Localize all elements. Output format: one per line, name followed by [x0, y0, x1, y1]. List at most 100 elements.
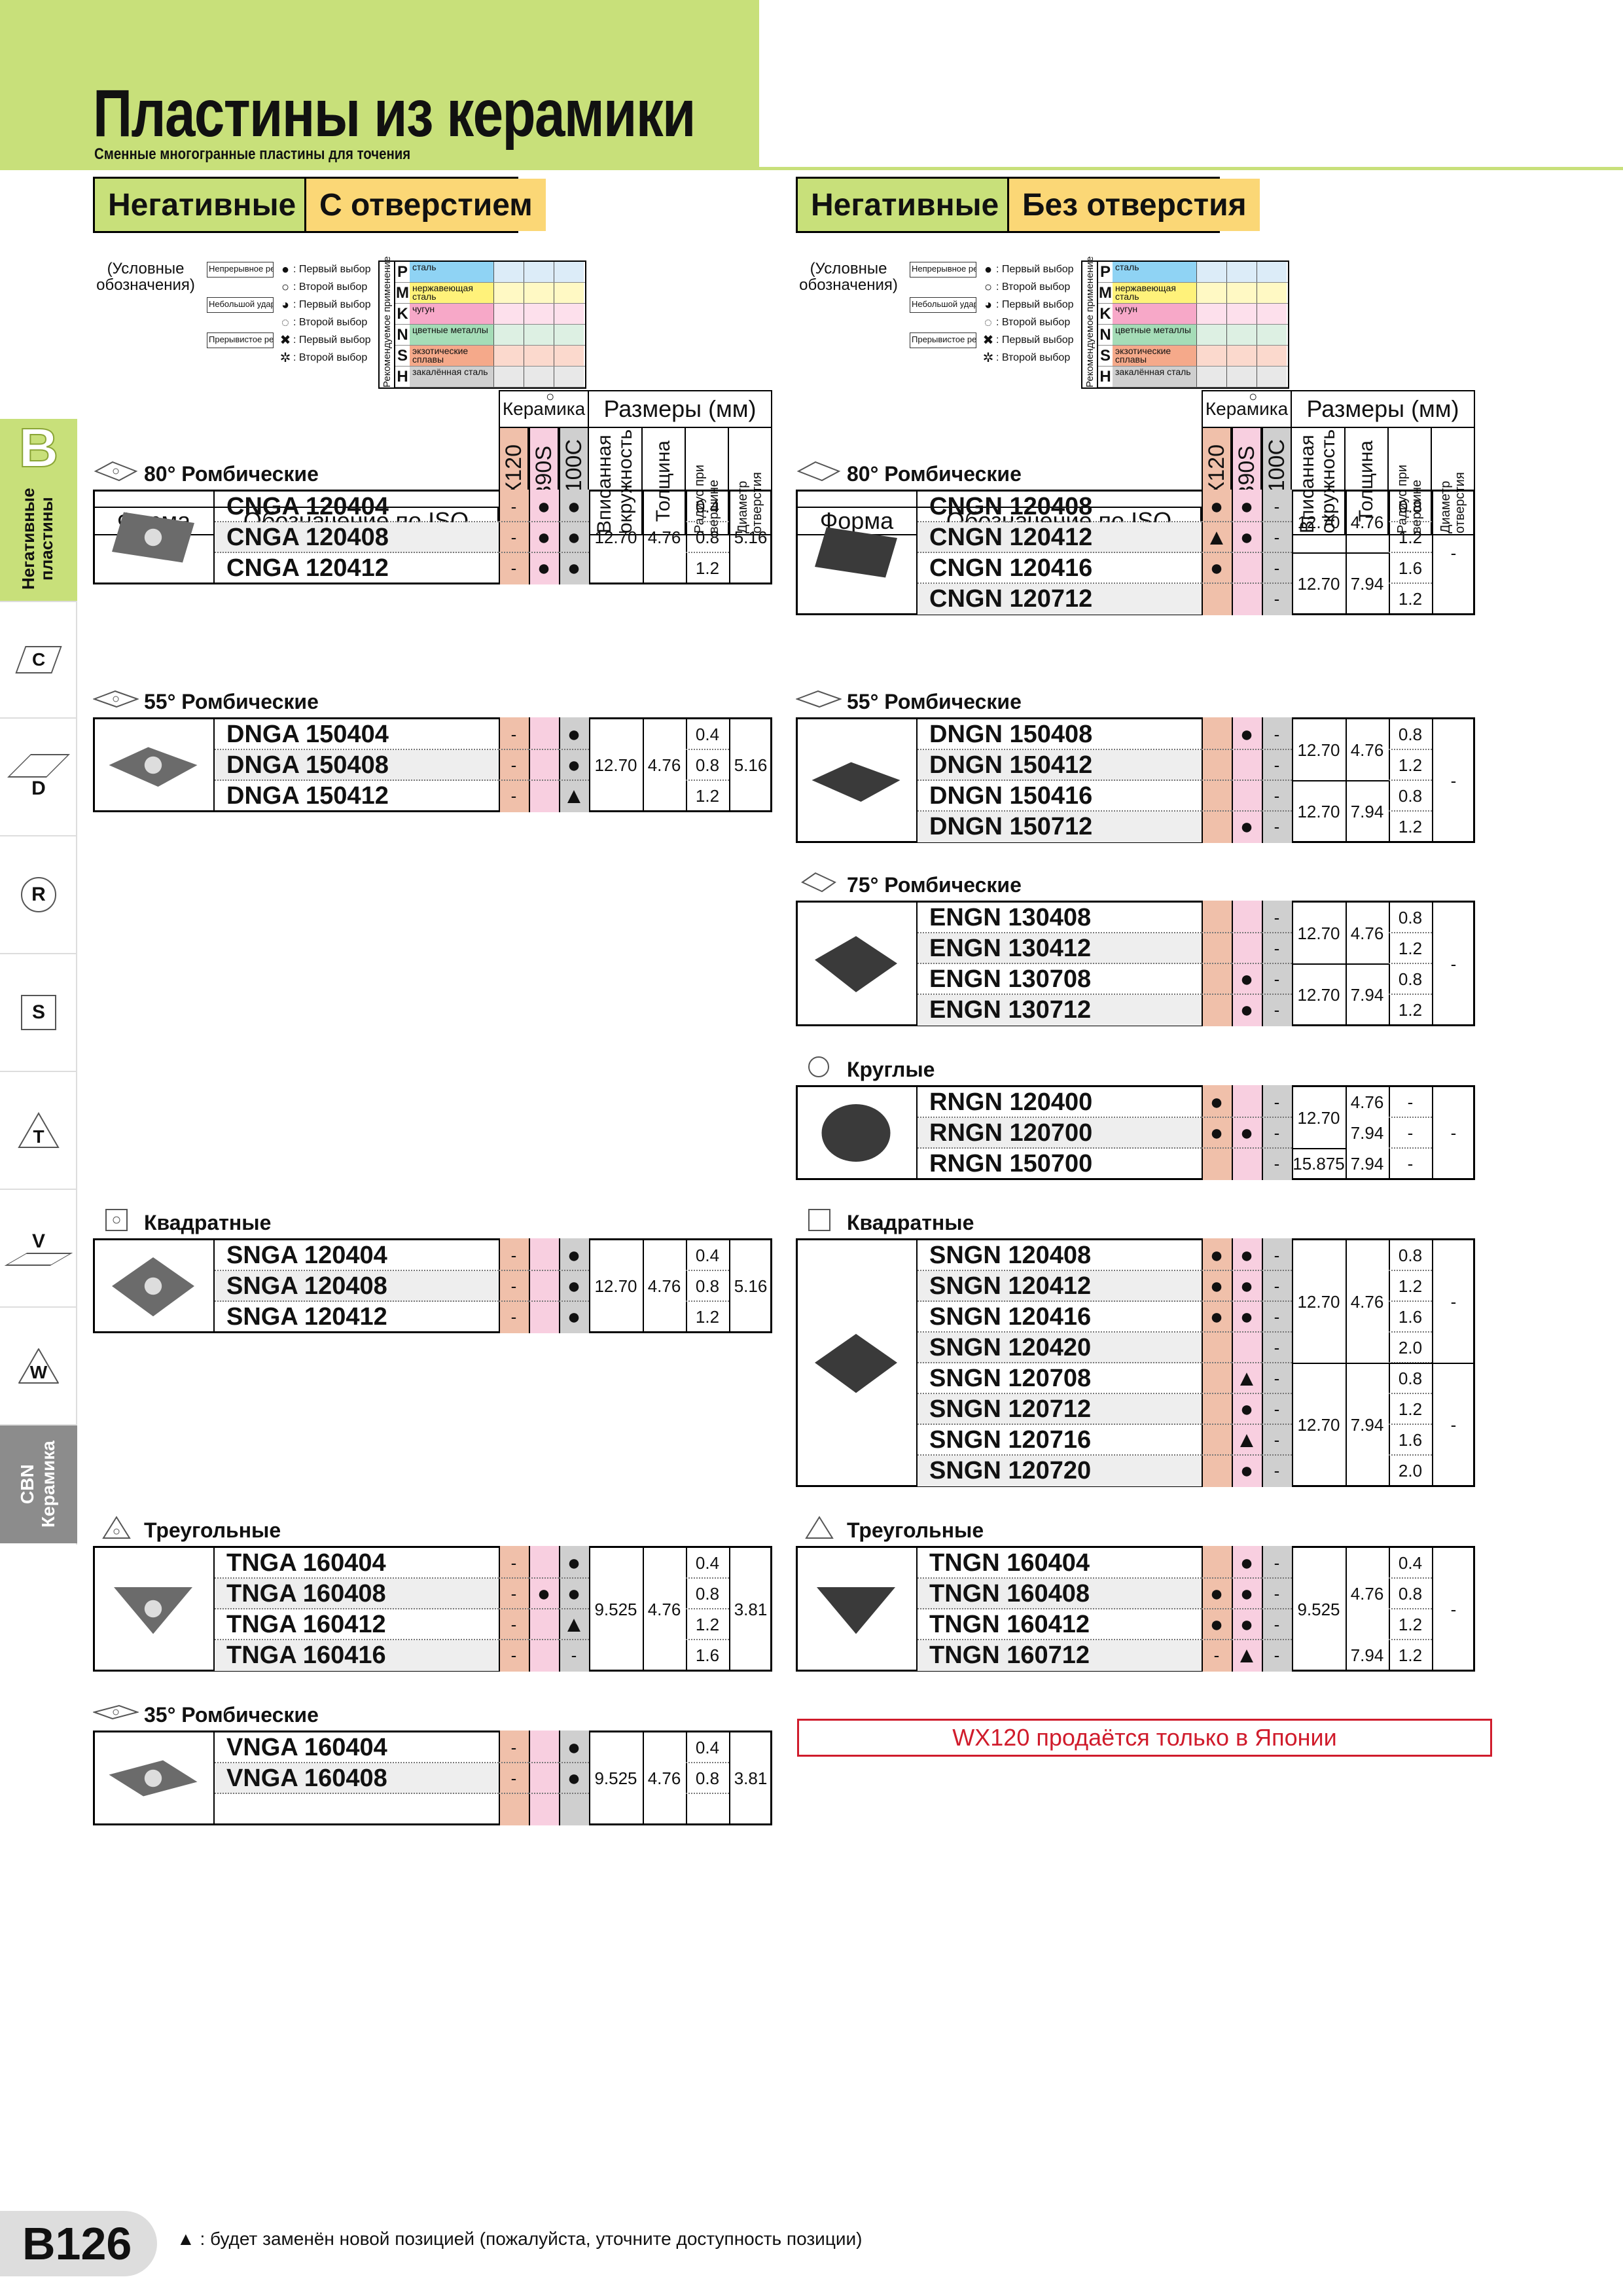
group-divider [1292, 614, 1389, 615]
grade-value [1232, 933, 1262, 964]
sidebar-tab-s[interactable]: S [0, 954, 77, 1072]
legend-cutting-box [207, 315, 274, 331]
sizes-header: Размеры (мм) [1292, 390, 1475, 428]
left-category-a: Негативные [95, 179, 304, 231]
grade-column [1202, 1085, 1232, 1180]
material-name: экзотические сплавы [1113, 346, 1196, 366]
section-shape-icon [796, 1055, 842, 1084]
sidebar-tab-d[interactable]: D [0, 719, 77, 836]
iso-code: RNGN 150700 [929, 1150, 1093, 1177]
iso-code: TNGN 160412 [929, 1611, 1090, 1638]
dim-column [643, 1238, 686, 1333]
iso-code: SNGN 120420 [929, 1334, 1092, 1361]
grade-value: ● [1202, 1302, 1232, 1333]
section-title: 80° Ромбические [93, 459, 319, 488]
material-name: сталь [1113, 262, 1196, 282]
section-title: Круглые [796, 1055, 935, 1084]
grade-value [499, 1794, 529, 1825]
material-name: сталь [410, 262, 493, 282]
header-rule [759, 167, 1623, 170]
material-name: нержавеющая сталь [410, 283, 493, 303]
section-table [93, 1238, 772, 1333]
material-letter: K [397, 305, 408, 323]
dim-column [589, 717, 643, 812]
grade-value: - [1262, 933, 1292, 964]
grade-column [559, 1238, 589, 1333]
v-shape-icon [4, 1253, 73, 1266]
dim-column [729, 1731, 772, 1825]
section-title: 75° Ромбические [796, 870, 1022, 899]
grade-value [1202, 995, 1232, 1026]
dim-column [686, 717, 729, 812]
legend-cutting-box: Непрерывное резание [207, 261, 274, 278]
material-name: экзотические сплавы [410, 346, 493, 366]
sidebar-bottom-tab[interactable]: CBN Керамика [0, 1426, 77, 1543]
grade-value [1202, 933, 1232, 964]
dim-column [589, 490, 643, 584]
iso-code: VNGA 160408 [226, 1765, 387, 1792]
legend-second-choice-icon: ○ [546, 388, 555, 404]
dim-column [1432, 901, 1475, 1026]
grade-value: ● [559, 1763, 589, 1794]
material-grade-cell [524, 283, 554, 303]
grade-value [529, 781, 559, 812]
legend-symbol-text: : Второй выбор [293, 316, 368, 328]
material-grade-cell [554, 346, 584, 366]
grade-value: ● [1232, 1118, 1262, 1149]
corner-radius: - [1407, 1154, 1414, 1174]
material-grade-cell [493, 367, 524, 387]
legend-row: ◌: Второй выбор [207, 314, 367, 331]
sidebar-active-label: Негативные пластины [18, 488, 56, 590]
table-row: SNGN 120408 [918, 1240, 1202, 1271]
grade-value [1232, 1087, 1262, 1118]
sidebar-tab-t[interactable]: T [0, 1072, 77, 1190]
table-row: ENGN 130708 [918, 964, 1202, 995]
table-row: TNGA 160412 [215, 1609, 499, 1640]
corner-radius: 0.4 [686, 1240, 729, 1271]
corner-radius [686, 1794, 729, 1825]
material-grade-cell [554, 262, 584, 282]
iso-code: DNGA 150412 [226, 782, 389, 810]
grade-value: - [1262, 903, 1292, 933]
grade-value: ● [1202, 1579, 1232, 1609]
sidebar-tab-r[interactable]: R [0, 836, 77, 954]
grade-value [1232, 781, 1262, 812]
grade-value: - [510, 786, 517, 806]
legend-symbol-icon: ✖ [982, 332, 994, 348]
table-row: SNGN 120720 [918, 1456, 1202, 1486]
grade-value: ● [529, 492, 559, 522]
legend-symbol-text: : Первый выбор [293, 298, 371, 310]
tab-d-label: D [31, 778, 46, 799]
insert-image [796, 490, 918, 615]
grade-value: - [499, 1579, 529, 1609]
page-subtitle: Сменные многогранные пластины для точени… [94, 145, 411, 163]
insert-image [93, 717, 215, 812]
left-category-b: С отверстием [304, 179, 546, 231]
grade-value [529, 750, 559, 781]
group-divider [1292, 842, 1389, 843]
material-letter: S [1099, 347, 1111, 365]
table-row: RNGN 150700 [918, 1149, 1202, 1179]
header-band [0, 0, 759, 170]
legend-symbol-text: : Первый выбор [996, 334, 1074, 346]
sidebar-tab-w[interactable]: W [0, 1308, 77, 1426]
grade-value: ● [559, 1548, 589, 1579]
hole-diameter: - [1450, 770, 1457, 791]
table-row: RNGN 120700 [918, 1118, 1202, 1149]
right-category-a: Негативные [798, 179, 1007, 231]
grade-column [529, 717, 559, 812]
grade-value [1202, 1394, 1232, 1425]
dim-column [643, 1731, 686, 1825]
sidebar-tab-v[interactable]: V [0, 1190, 77, 1308]
table-row: CNGA 120412 [215, 553, 499, 584]
grade-value [529, 1271, 559, 1302]
corner-radius: 1.6 [1389, 1302, 1432, 1333]
iso-code: DNGN 150408 [929, 721, 1093, 748]
sidebar-active-tab[interactable]: Негативные пластины [0, 476, 77, 601]
grade-value: - [1274, 1645, 1280, 1665]
corner-radius: 0.8 [1389, 964, 1432, 995]
sidebar-tab-c[interactable]: C [0, 601, 77, 719]
